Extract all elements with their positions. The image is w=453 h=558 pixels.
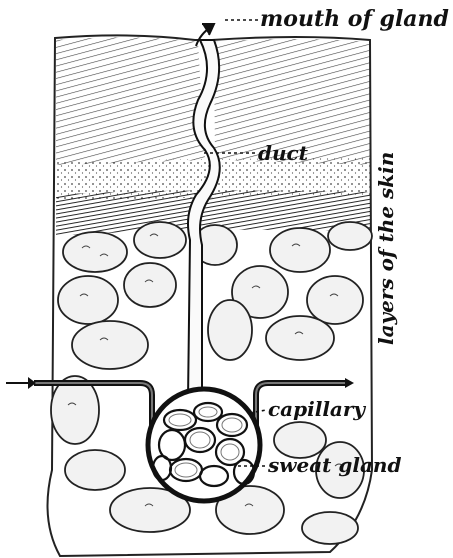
capillary-in-arrow [6,377,36,389]
capillary-label: capillary [268,397,366,421]
sweat-gland-label: sweat gland [267,453,401,477]
mouth-of-gland-label: mouth of gland [260,6,449,32]
duct-label: duct [258,141,309,165]
layers-of-skin-label: layers of the skin [374,152,398,345]
